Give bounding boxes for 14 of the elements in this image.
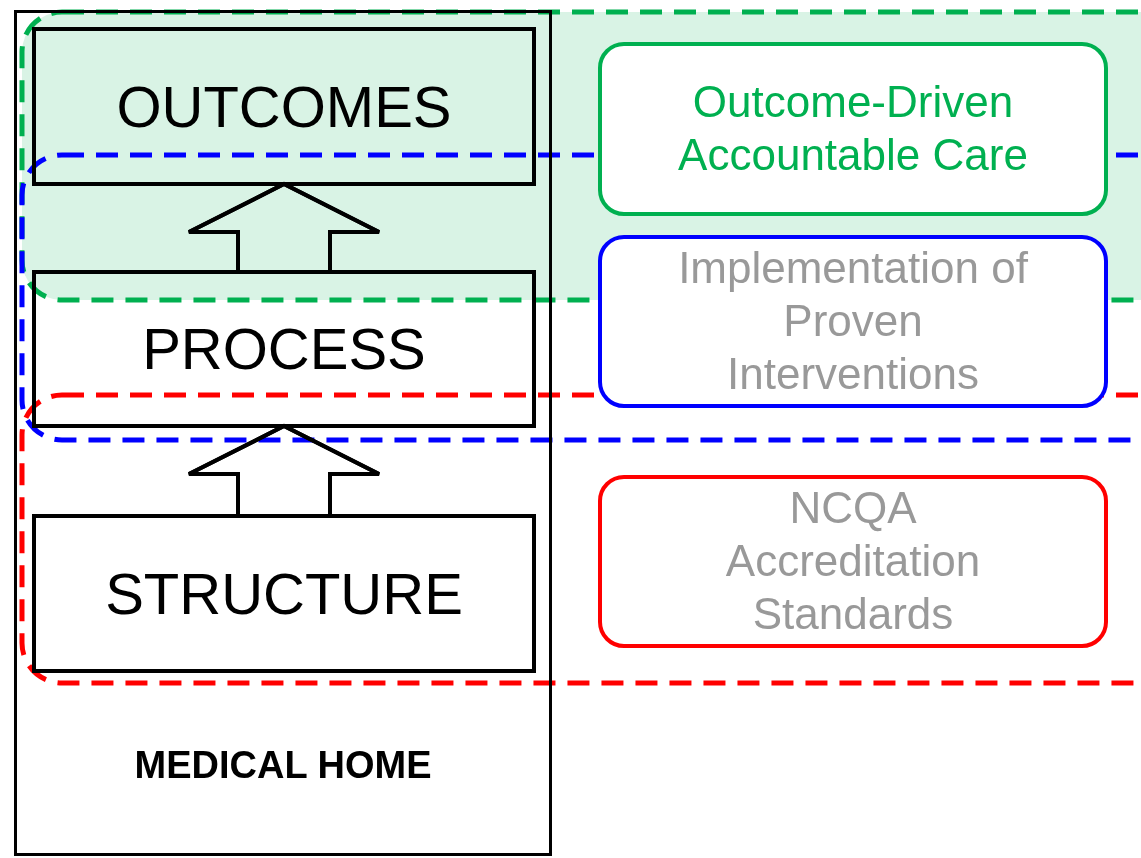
stage-box	[32, 270, 536, 428]
stage-label: PROCESS	[142, 315, 426, 384]
stage-label: STRUCTURE	[105, 559, 463, 628]
rounded-box	[598, 235, 1108, 408]
container-box	[14, 10, 552, 856]
box-label: Outcome-Driven Accountable Care	[677, 76, 1029, 181]
stage-box	[32, 27, 536, 186]
box-label: Implementation of Proven Interventions	[677, 242, 1029, 400]
stage-box	[32, 514, 536, 673]
box-label: NCQA Accreditation Standards	[724, 482, 982, 640]
stage-label: OUTCOMES	[116, 72, 452, 141]
rounded-box	[598, 42, 1108, 216]
container-title: MEDICAL HOME	[134, 743, 432, 789]
rounded-box	[598, 475, 1108, 648]
